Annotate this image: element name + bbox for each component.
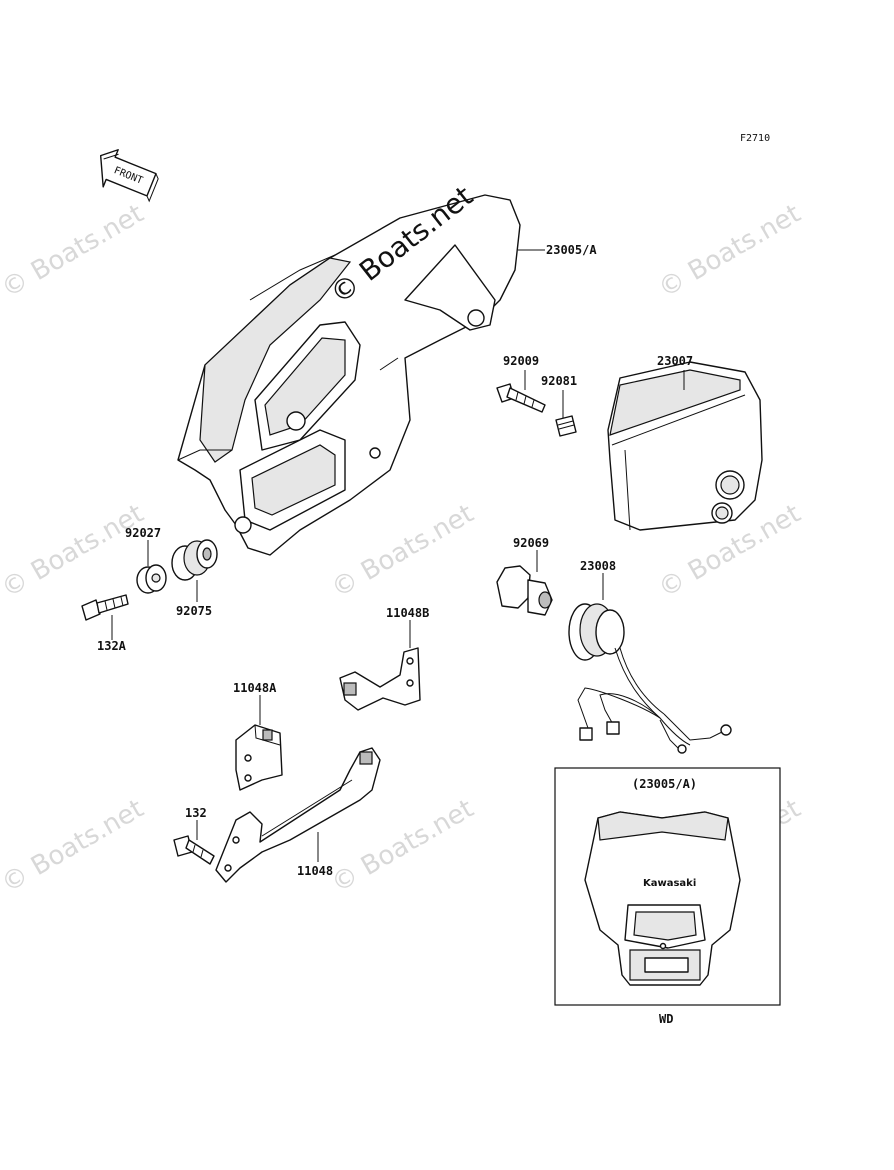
part-label: 92027 [125,526,161,540]
watermark: © Boats.net [654,199,806,304]
part-label: 11048 [297,864,333,878]
bracket-11048A [235,724,283,791]
watermark: © Boats.net [0,499,149,604]
bracket-11048 [215,747,381,883]
bulb-92069 [496,565,553,616]
collar-92027 [136,564,167,594]
part-label: 92075 [176,604,212,618]
nut-92081 [555,415,577,437]
bolt-132A [81,594,129,621]
watermark: © Boats.net [327,499,479,604]
headlight-unit [607,361,763,531]
watermark: © Boats.net [0,794,149,899]
watermark: © Boats.net [327,794,479,899]
leader-lines [111,249,685,862]
part-label: 92069 [513,536,549,550]
headlight-cowl [177,194,521,556]
part-label: 11048B [386,606,429,620]
inset-title: (23005/A) [632,777,697,791]
part-label: 92009 [503,354,539,368]
grommet-92075 [171,539,218,581]
bolt-132 [173,835,215,865]
part-label: 132A [97,639,127,653]
watermark: © Boats.net [0,199,149,304]
part-label: 23007 [657,354,693,368]
front-arrow-icon: FRONT [99,149,159,203]
part-label: 132 [185,806,207,820]
part-label: 92081 [541,374,577,388]
part-label: 11048A [233,681,277,695]
part-labels: 23005/A 23007 92009 92081 92027 92075 13… [97,243,693,878]
inset-brand: Kawasaki [643,878,696,889]
bolt-92009 [496,383,546,413]
figure-code: F2710 [740,133,770,144]
inset-wd: (23005/A) Kawasaki WD [554,767,781,1026]
inset-variant-label: WD [659,1012,673,1026]
socket-23008 [568,603,732,754]
bracket-11048B [339,647,421,711]
part-label: 23005/A [546,243,597,257]
part-label: 23008 [580,559,616,573]
